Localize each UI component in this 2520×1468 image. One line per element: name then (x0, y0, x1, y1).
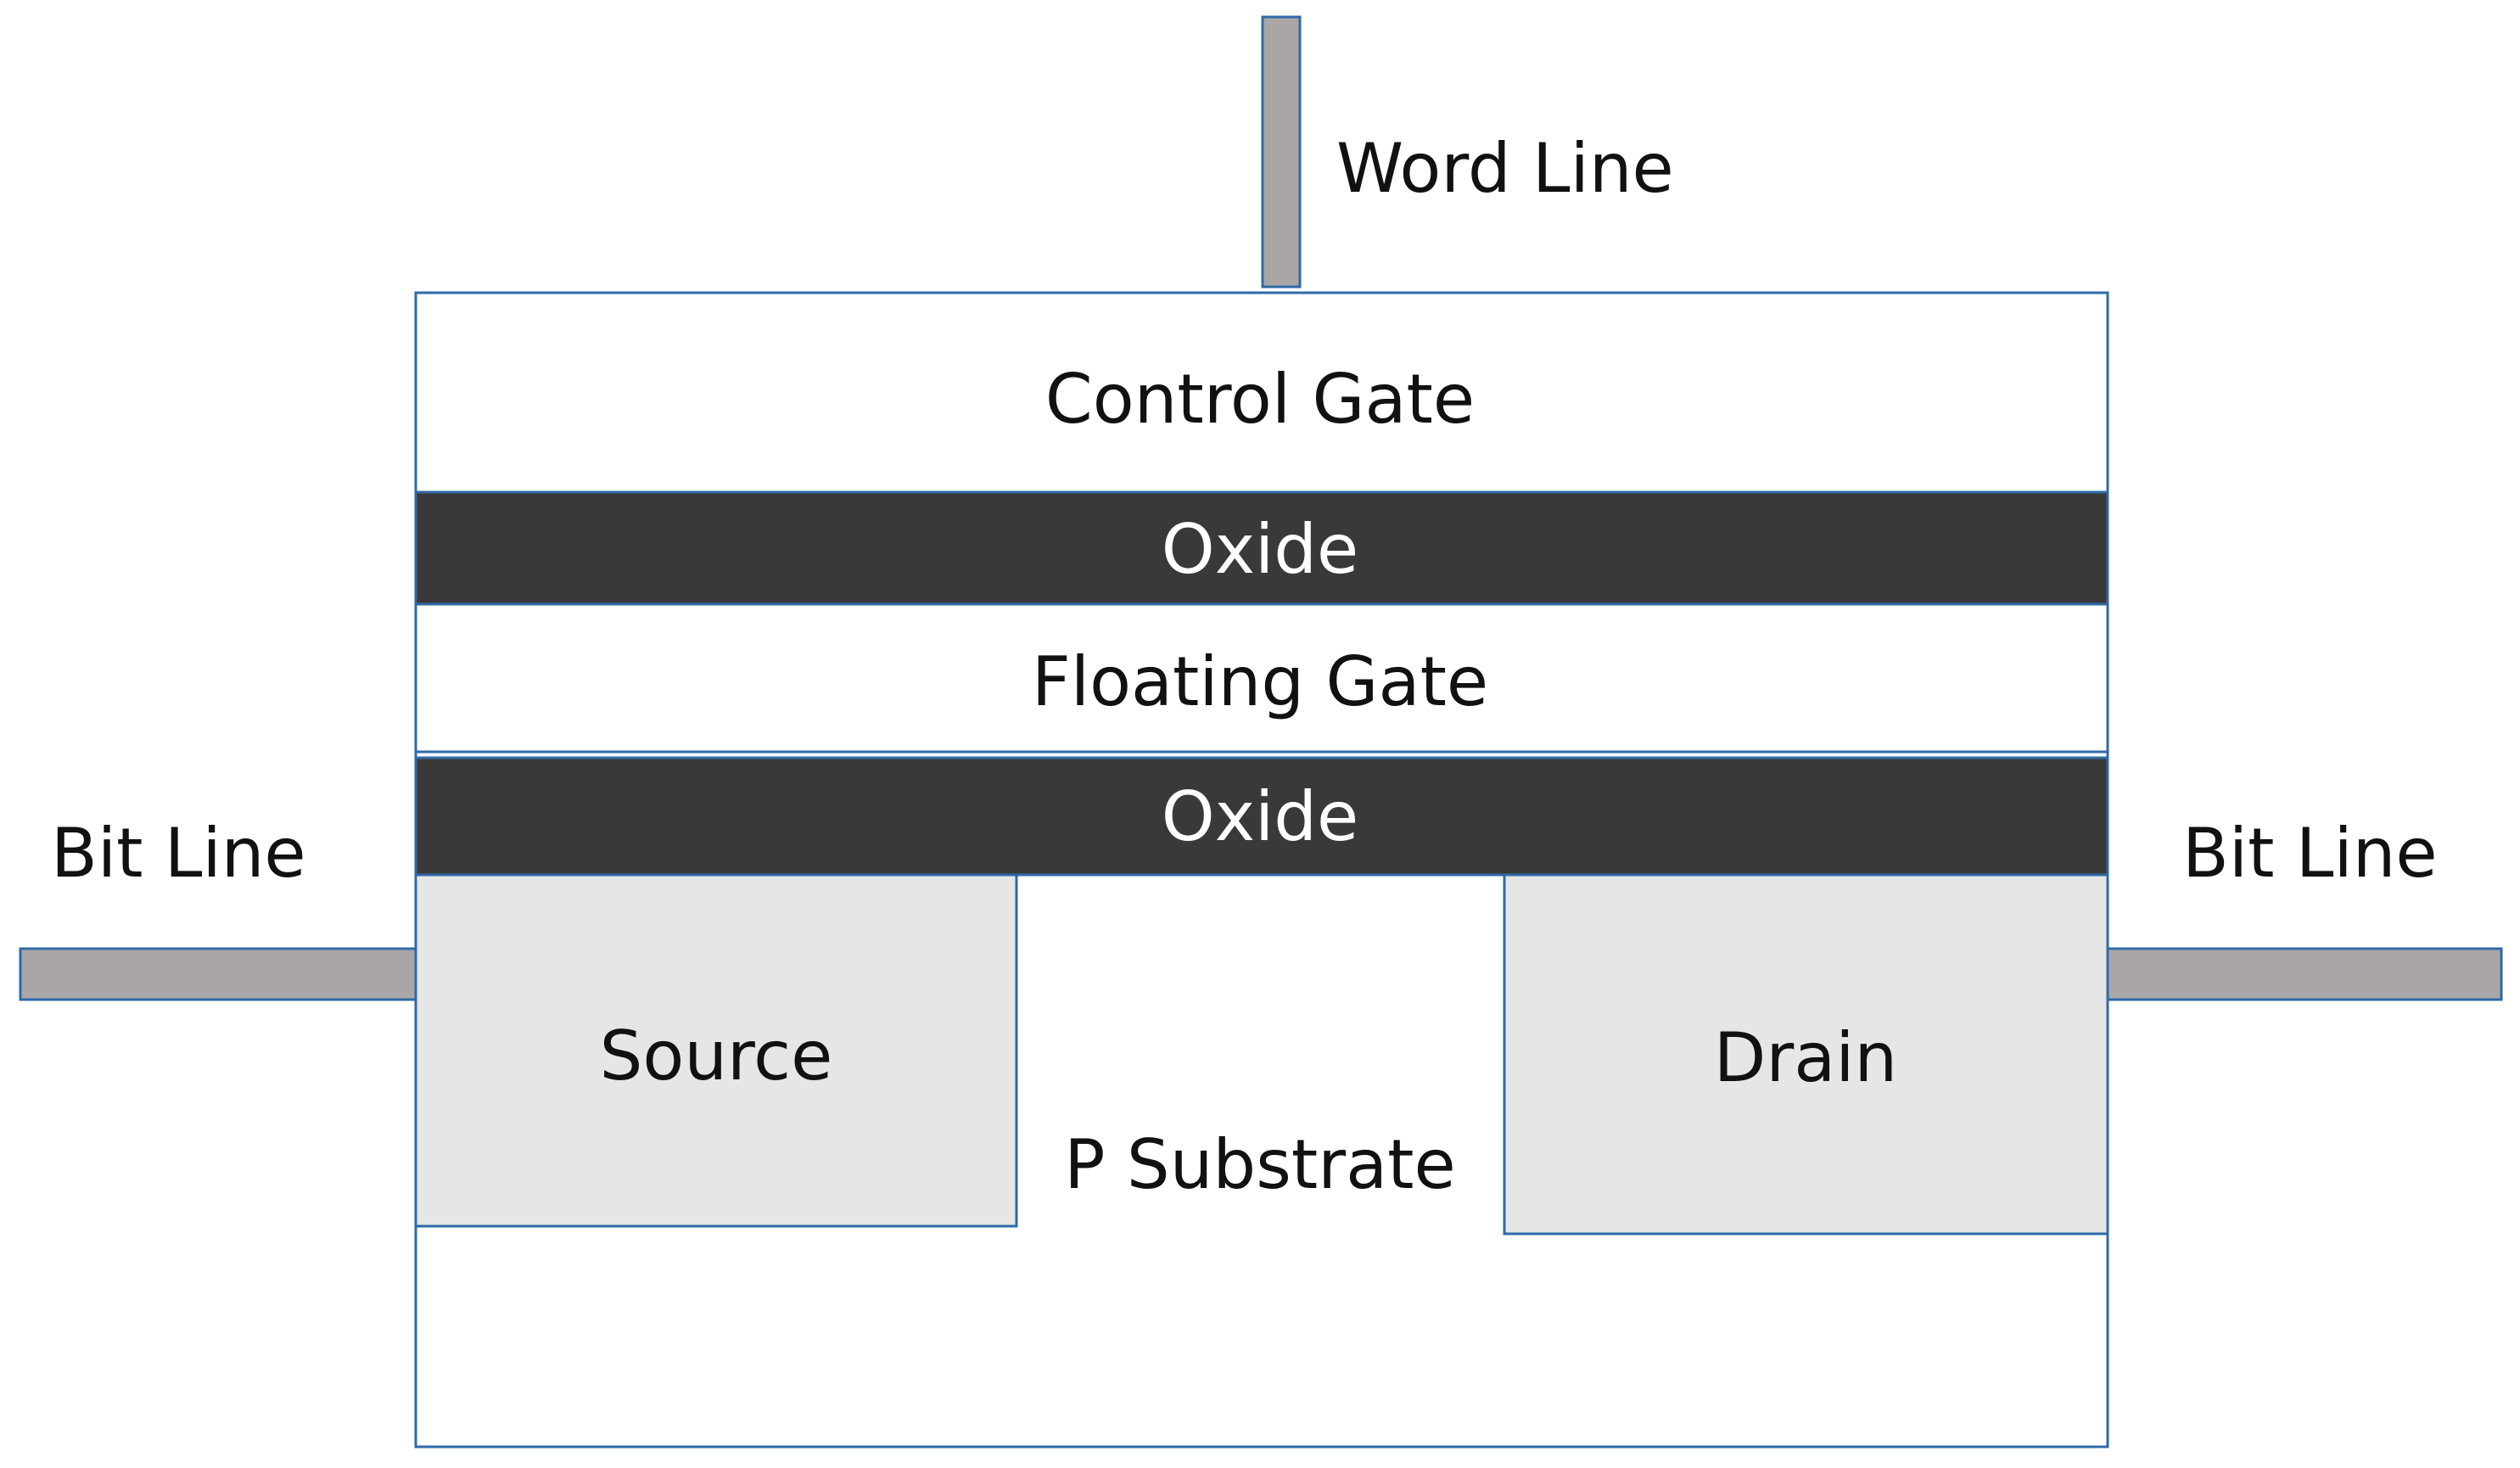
bit-line-right-label: Bit Line (2182, 814, 2438, 893)
bit-line-left-connector (19, 947, 417, 1001)
drain-label: Drain (1714, 1018, 1897, 1097)
floating-gate-layer (414, 602, 2109, 754)
source-label: Source (600, 1017, 833, 1095)
control-gate-layer (414, 291, 2109, 494)
floating-gate-label: Floating Gate (1032, 642, 1488, 721)
control-gate-label: Control Gate (1045, 360, 1475, 439)
oxide-top-label: Oxide (1162, 510, 1359, 589)
substrate-label: P Substrate (1064, 1125, 1455, 1204)
oxide-bottom-layer (414, 756, 2109, 877)
bit-line-right-connector (2106, 947, 2503, 1001)
bit-line-left-label: Bit Line (51, 814, 306, 893)
oxide-top-layer (414, 490, 2109, 606)
oxide-bottom-label: Oxide (1162, 777, 1359, 856)
source-region (414, 873, 1018, 1228)
word-line-label: Word Line (1336, 129, 1674, 208)
word-line-connector (1261, 15, 1302, 289)
drain-region (1503, 873, 2109, 1235)
